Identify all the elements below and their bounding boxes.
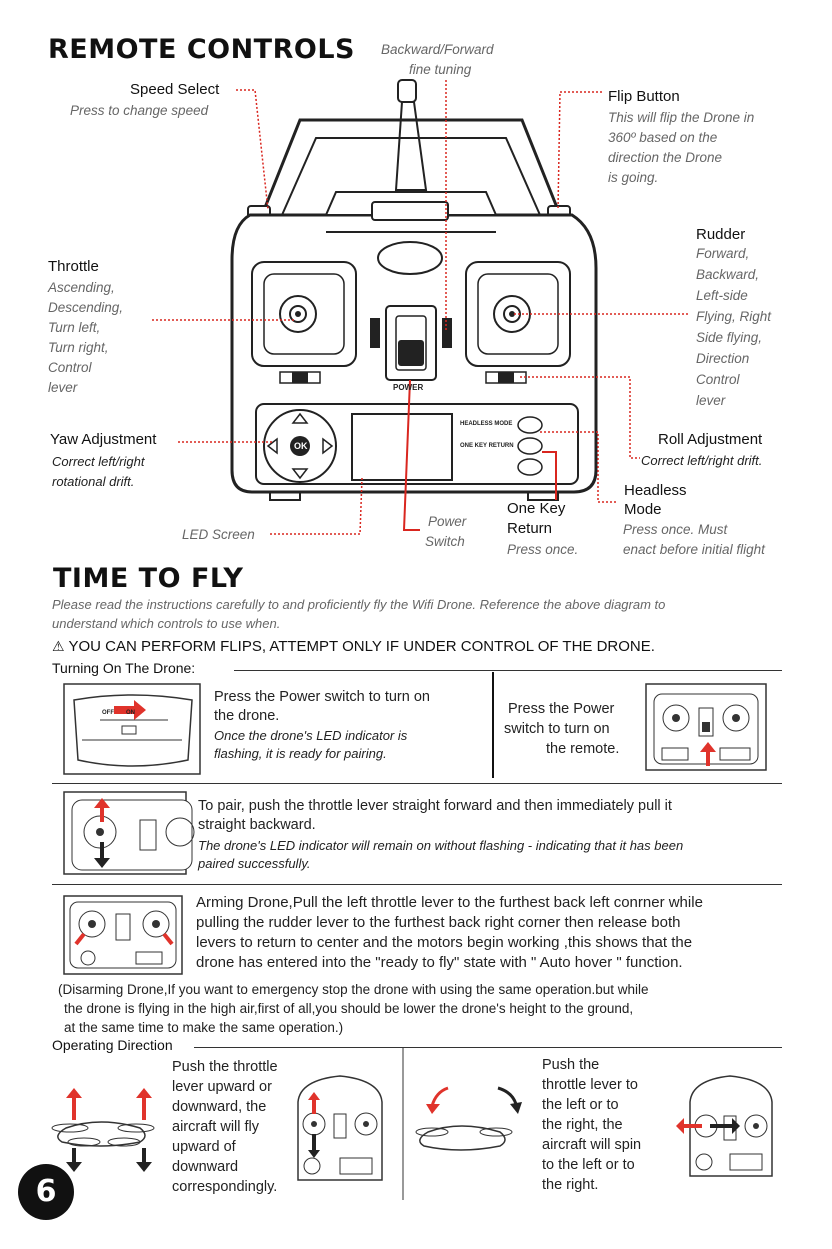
step2-l1: To pair, push the throttle lever straigh… bbox=[198, 798, 672, 814]
op-right-l4: the right, the bbox=[542, 1117, 623, 1133]
throttle-l5: Control bbox=[48, 360, 92, 375]
one-key-t2: Return bbox=[507, 520, 553, 537]
flip-desc-l3: direction the Drone bbox=[608, 150, 723, 165]
rudder-l4: Flying, Right bbox=[696, 309, 772, 324]
device-headless-label: HEADLESS MODE bbox=[460, 421, 513, 427]
switch-on-label: ON bbox=[126, 710, 135, 716]
throttle-l6: lever bbox=[48, 380, 78, 395]
op-left-l6: downward bbox=[172, 1159, 239, 1175]
step1b-l3: the remote. bbox=[546, 741, 620, 757]
step1b-l1: Press the Power bbox=[508, 701, 615, 717]
operating-direction-label: Operating Direction bbox=[52, 1037, 173, 1053]
disarm-l1: (Disarming Drone,If you want to emergenc… bbox=[58, 982, 649, 997]
led-screen-label: LED Screen bbox=[182, 527, 255, 542]
rudder-l7: Control bbox=[696, 372, 740, 387]
page-number: 6 bbox=[35, 1174, 57, 1209]
power-switch-l2: Switch bbox=[425, 534, 465, 549]
device-ok-label: OK bbox=[294, 441, 308, 451]
section-title-remote-controls: REMOTE CONTROLS bbox=[48, 34, 355, 65]
rudder-l3: Left-side bbox=[696, 288, 748, 303]
fine-tuning-l1: Backward/Forward bbox=[381, 42, 494, 57]
yaw-l2: rotational drift. bbox=[52, 474, 135, 489]
step3-l4: drone has entered into the "ready to fly… bbox=[196, 954, 683, 971]
device-one-key-label: ONE KEY RETURN bbox=[460, 443, 514, 449]
step2-i2: paired successfully. bbox=[198, 856, 311, 871]
headless-t1: Headless bbox=[624, 482, 687, 499]
section-title-time-to-fly: TIME TO FLY bbox=[53, 563, 244, 594]
step-divider-2 bbox=[52, 884, 782, 885]
flip-button-title: Flip Button bbox=[608, 88, 680, 105]
headless-l2: enact before initial flight bbox=[623, 542, 765, 557]
throttle-l1: Ascending, bbox=[48, 280, 115, 295]
rudder-l2: Backward, bbox=[696, 267, 760, 282]
step-divider-1 bbox=[52, 783, 782, 784]
disarm-l3: at the same time to make the same operat… bbox=[64, 1020, 344, 1035]
fly-intro-l2: understand which controls to use when. bbox=[52, 616, 281, 631]
step3-l1: Arming Drone,Pull the left throttle leve… bbox=[196, 894, 703, 911]
fly-intro-l1: Please read the instructions carefully t… bbox=[52, 597, 666, 612]
operating-divider bbox=[194, 1047, 782, 1048]
rudder-l8: lever bbox=[696, 393, 726, 408]
one-key-desc: Press once. bbox=[507, 542, 579, 557]
fine-tuning-l2: fine tuning bbox=[409, 62, 472, 77]
step1-l2: the drone. bbox=[214, 708, 280, 724]
op-left-l4: aircraft will fly bbox=[172, 1119, 260, 1135]
throttle-l2: Descending, bbox=[48, 300, 124, 315]
step2-i1: The drone's LED indicator will remain on… bbox=[198, 838, 684, 853]
flip-desc-l4: is going. bbox=[608, 170, 659, 185]
op-right-l7: the right. bbox=[542, 1177, 599, 1193]
speed-select-desc: Press to change speed bbox=[70, 103, 209, 118]
roll-title: Roll Adjustment bbox=[658, 431, 763, 448]
rudder-title: Rudder bbox=[696, 226, 746, 243]
remote-diagram bbox=[152, 79, 690, 535]
roll-desc: Correct left/right drift. bbox=[641, 453, 763, 468]
warning-text: YOU CAN PERFORM FLIPS, ATTEMPT ONLY IF U… bbox=[68, 638, 655, 655]
power-switch-l1: Power bbox=[428, 514, 467, 529]
step1-i1: Once the drone's LED indicator is bbox=[214, 728, 408, 743]
op-right-l6: to the left or to bbox=[542, 1157, 635, 1173]
step1-l1: Press the Power switch to turn on bbox=[214, 689, 430, 705]
step3-l2: pulling the rudder lever to the furthest… bbox=[196, 914, 681, 931]
disarm-l2: the drone is flying in the high air,firs… bbox=[64, 1001, 634, 1016]
rudder-l1: Forward, bbox=[696, 246, 750, 261]
warning-icon: ⚠ bbox=[52, 638, 65, 654]
warning-line: ⚠ YOU CAN PERFORM FLIPS, ATTEMPT ONLY IF… bbox=[52, 638, 655, 655]
op-left-l2: lever upward or bbox=[172, 1079, 272, 1095]
flip-desc-l2: 360º based on the bbox=[608, 130, 718, 145]
throttle-l4: Turn right, bbox=[48, 340, 109, 355]
yaw-l1: Correct left/right bbox=[52, 454, 145, 469]
switch-off-label: OFF bbox=[102, 710, 114, 716]
throttle-title: Throttle bbox=[48, 258, 99, 275]
op-right-l2: throttle lever to bbox=[542, 1077, 638, 1093]
op-right-l3: the left or to bbox=[542, 1097, 619, 1113]
throttle-l3: Turn left, bbox=[48, 320, 101, 335]
op-left-l1: Push the throttle bbox=[172, 1059, 278, 1075]
rudder-l6: Direction bbox=[696, 351, 750, 366]
device-power-label: POWER bbox=[393, 383, 424, 392]
step2-l2: straight backward. bbox=[198, 817, 316, 833]
op-right-l5: aircraft will spin bbox=[542, 1137, 642, 1153]
step3-l3: levers to return to center and the motor… bbox=[196, 934, 693, 951]
flip-desc-l1: This will flip the Drone in bbox=[608, 110, 755, 125]
turning-on-divider bbox=[234, 670, 782, 671]
op-left-l7: correspondingly. bbox=[172, 1179, 278, 1195]
op-left-l5: upward of bbox=[172, 1139, 236, 1155]
speed-select-title: Speed Select bbox=[130, 81, 220, 98]
op-left-l3: downward, the bbox=[172, 1099, 267, 1115]
step1-i2: flashing, it is ready for pairing. bbox=[214, 746, 387, 761]
step1-divider bbox=[492, 672, 494, 778]
rudder-l5: Side flying, bbox=[696, 330, 763, 345]
headless-t2: Mode bbox=[624, 501, 662, 518]
headless-l1: Press once. Must bbox=[623, 522, 728, 537]
turning-on-label: Turning On The Drone: bbox=[52, 660, 196, 676]
step1b-l2: switch to turn on bbox=[504, 721, 610, 737]
yaw-title: Yaw Adjustment bbox=[50, 431, 157, 448]
one-key-t1: One Key bbox=[507, 500, 566, 517]
op-right-l1: Push the bbox=[542, 1057, 600, 1073]
